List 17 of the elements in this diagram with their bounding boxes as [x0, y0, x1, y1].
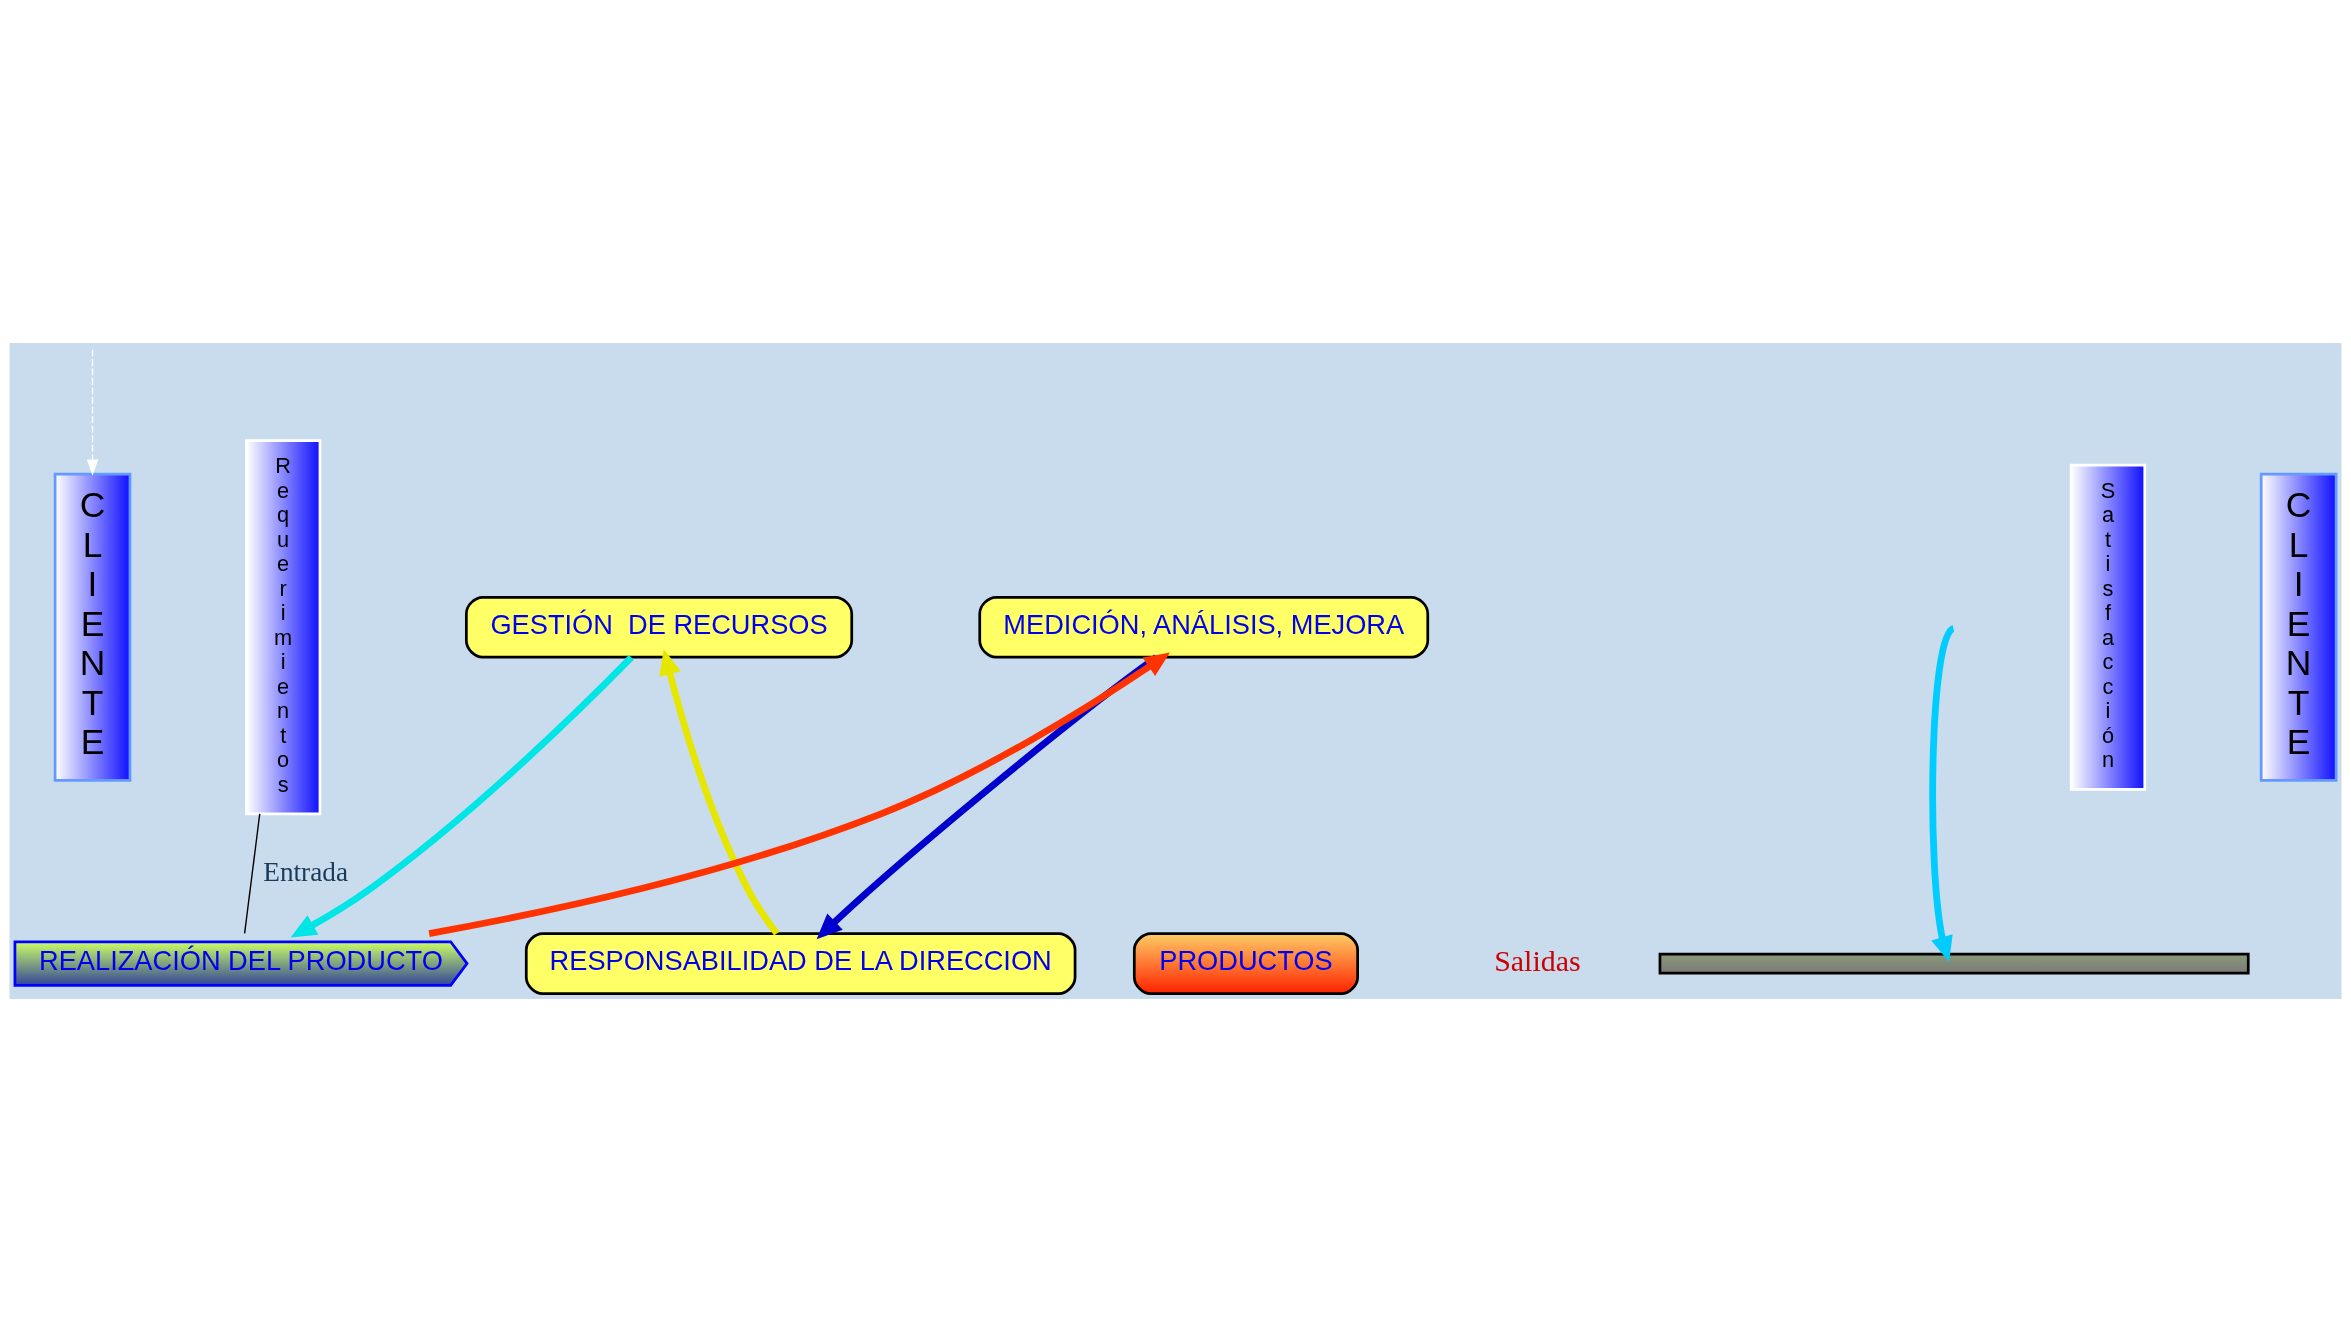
node-box: RESPONSABILIDAD DE LA DIRECCION	[524, 931, 1077, 995]
edge-label: Entrada	[263, 856, 348, 887]
connector	[243, 812, 261, 934]
node-box: Requerimientos	[245, 438, 322, 815]
node-box: CLIENTE	[2259, 472, 2338, 782]
node-box	[1658, 952, 2250, 974]
node-box: GESTIÓN DE RECURSOS	[465, 595, 854, 659]
arrow	[659, 648, 780, 936]
node-box: Satisfacción	[2069, 463, 2147, 791]
arrow	[86, 348, 99, 476]
arrow	[290, 654, 634, 937]
label: Salidas	[1494, 943, 1581, 977]
arrow	[1929, 625, 1956, 962]
node-box: CLIENTE	[53, 472, 132, 782]
node-box: PRODUCTOS	[1132, 931, 1359, 995]
node-box: MEDICIÓN, ANÁLISIS, MEJORA	[978, 595, 1430, 659]
arrow	[428, 652, 1170, 937]
